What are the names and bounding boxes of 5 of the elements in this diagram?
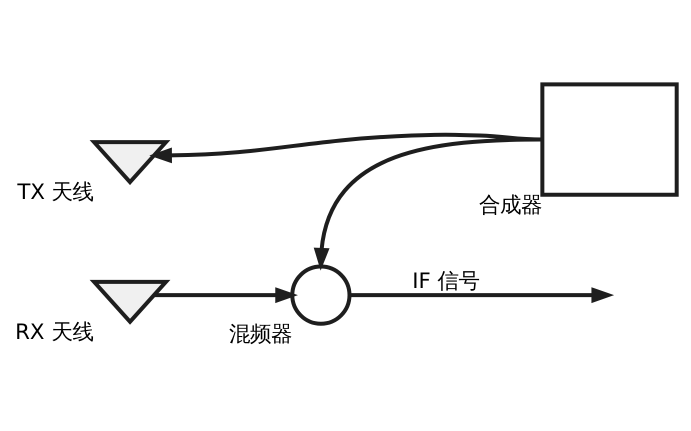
node-label: 混频器 [228, 321, 292, 346]
node-label: RX 天线 [15, 319, 94, 344]
edge-label: IF 信号 [412, 268, 480, 294]
node-label: 合成器 [478, 192, 542, 218]
node-label: TX 天线 [17, 180, 94, 205]
